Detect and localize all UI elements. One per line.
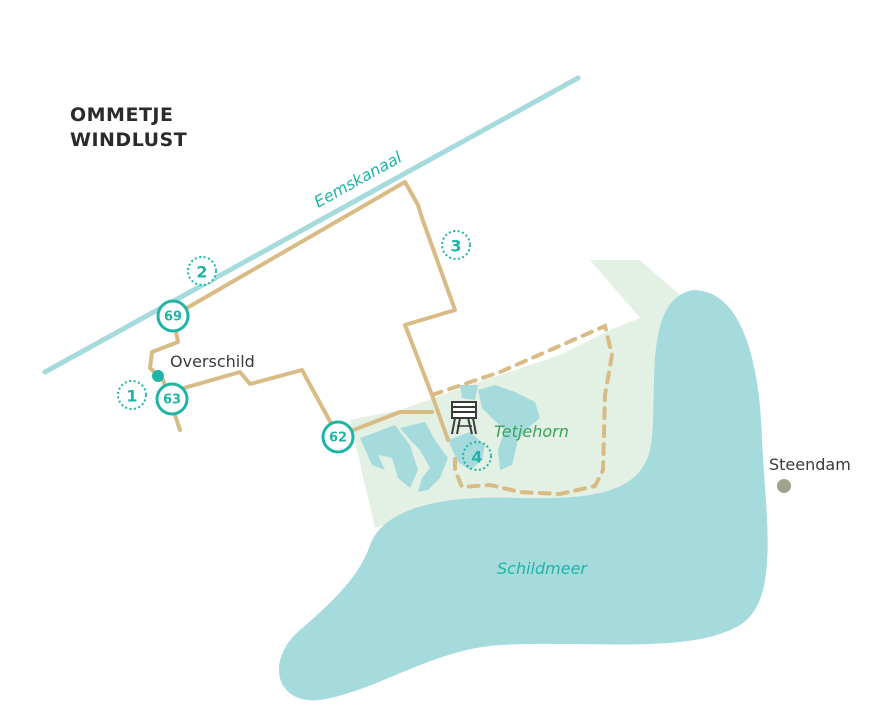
- map-title-line-2: WINDLUST: [70, 129, 187, 151]
- poi-2[interactable]: 2: [187, 256, 217, 286]
- junction-63-number: 63: [163, 393, 181, 408]
- village-dot-overschild: [152, 370, 164, 382]
- poi-4[interactable]: 4: [462, 441, 492, 471]
- junction-69[interactable]: 69: [156, 299, 190, 333]
- pond: [400, 422, 448, 492]
- poi-1[interactable]: 1: [117, 380, 147, 410]
- poi-3-number: 3: [450, 237, 461, 256]
- pond: [478, 385, 540, 470]
- poi-1-number: 1: [126, 387, 137, 406]
- bird-watching-tower-icon[interactable]: [451, 401, 477, 435]
- village-label-overschild: Overschild: [170, 352, 255, 371]
- nature-area-label: Tetjehorn: [494, 422, 569, 441]
- map-title-line-1: OMMETJE: [70, 104, 173, 126]
- village-label-steendam: Steendam: [769, 455, 851, 474]
- poi-4-number: 4: [471, 448, 482, 467]
- junction-63[interactable]: 63: [155, 382, 189, 416]
- canal-eemskanaal: [42, 75, 581, 375]
- poi-2-number: 2: [196, 263, 207, 282]
- junction-62[interactable]: 62: [321, 420, 355, 454]
- route-branch: [168, 368, 434, 438]
- lake-schildmeer: [278, 290, 768, 701]
- pond: [460, 385, 478, 400]
- village-dot-steendam: [777, 479, 791, 493]
- route-main: [148, 180, 457, 442]
- pond: [360, 425, 418, 488]
- route-dashed-loop: [430, 323, 615, 497]
- poi-3[interactable]: 3: [441, 230, 471, 260]
- junction-62-number: 62: [329, 431, 347, 446]
- lake-label: Schildmeer: [497, 559, 588, 578]
- junction-69-number: 69: [164, 310, 182, 325]
